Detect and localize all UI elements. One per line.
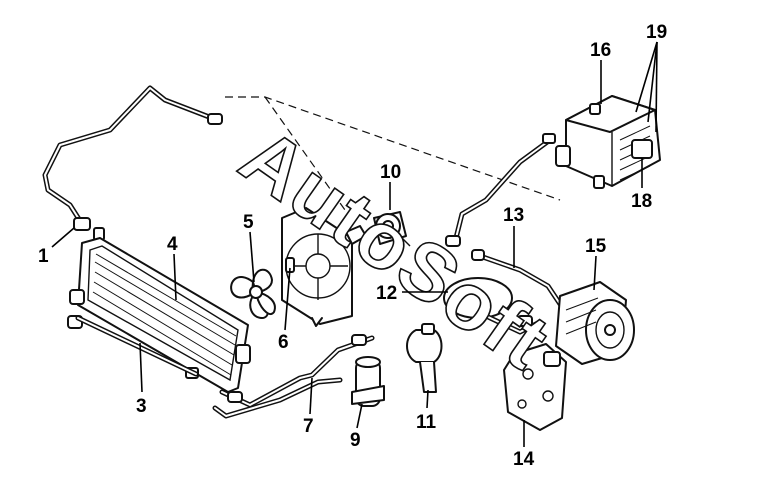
- callout-16: 16: [590, 40, 611, 61]
- cooling-fan-part-5: [230, 268, 276, 319]
- watermark-text: AutoSoft: [225, 111, 566, 387]
- callout-leaders: [51, 41, 658, 447]
- condenser-rail-part-3: [75, 315, 199, 377]
- discharge-pipe-part-1: [42, 85, 223, 241]
- callout-7: 7: [303, 416, 314, 437]
- callout-5: 5: [243, 212, 254, 233]
- callout-10: 10: [380, 162, 401, 183]
- evaporator-housing-part-16: [555, 95, 661, 189]
- receiver-drier-part-9: [351, 356, 385, 407]
- callout-19: 19: [646, 22, 667, 43]
- callout-12: 12: [376, 283, 397, 304]
- suction-pipe: [445, 133, 556, 247]
- callout-1: 1: [38, 246, 49, 267]
- callout-labels: 1 3 4 5 6 7 9 10 11 12 13 14 15 16 18 19: [38, 22, 667, 470]
- callout-13: 13: [503, 205, 524, 226]
- compressor-bracket-part-14: [503, 343, 567, 431]
- fan-motor-part-10: [345, 211, 411, 247]
- fan-shroud-part-6: [281, 207, 353, 327]
- callout-3: 3: [136, 396, 147, 417]
- callout-14: 14: [513, 449, 535, 470]
- callout-15: 15: [585, 236, 607, 257]
- discharge-hose-part-13: [471, 249, 563, 307]
- compressor-part-15: [555, 281, 635, 365]
- callout-4: 4: [167, 234, 178, 255]
- callout-18: 18: [631, 191, 652, 212]
- hose-loop-part-12: [443, 277, 543, 335]
- condenser-part-4: [67, 237, 251, 393]
- callout-9: 9: [350, 430, 361, 451]
- drier-bracket-part-11: [406, 323, 443, 393]
- liquid-line-part-7: [212, 334, 375, 419]
- alignment-dashed-lines: [225, 96, 561, 211]
- expansion-valve-part-18: [631, 139, 653, 159]
- callout-6: 6: [278, 332, 289, 353]
- callout-11: 11: [416, 412, 437, 433]
